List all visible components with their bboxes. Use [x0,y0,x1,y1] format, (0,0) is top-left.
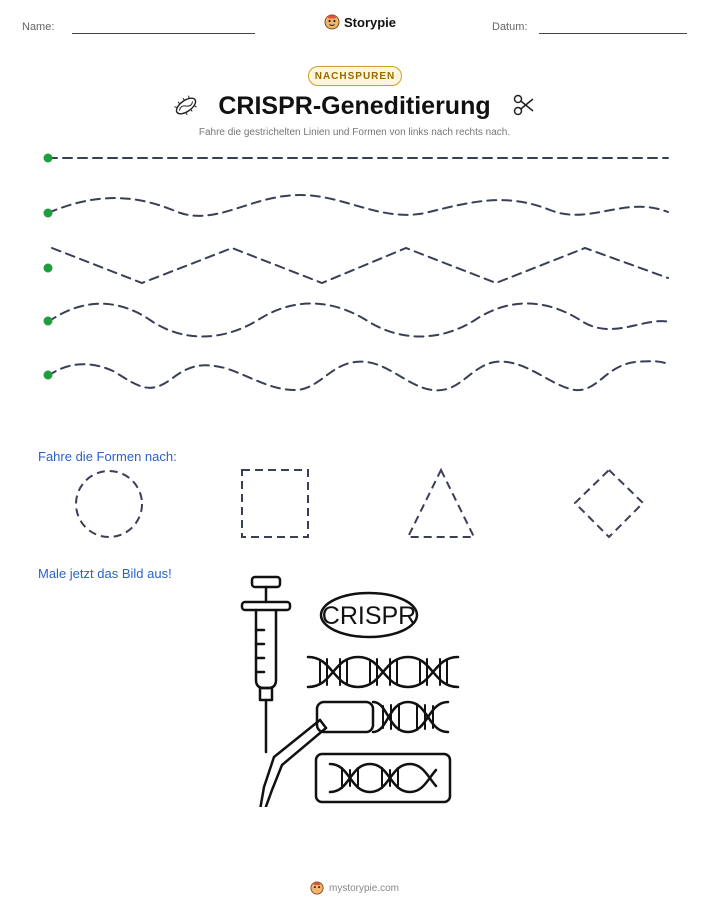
coloring-section-label: Male jetzt das Bild aus! [38,566,172,581]
bacterium-icon [174,95,198,116]
tracing-line-gentle-wave[interactable] [47,193,669,217]
storypie-logo-icon [324,14,340,30]
start-dot [43,370,53,380]
start-dot [43,208,53,218]
trace-circle[interactable] [75,470,143,538]
tracing-lines [43,153,671,392]
title-text: CRISPR-Geneditierung [218,92,491,120]
start-dot [43,153,53,163]
footer: mystorypie.com [0,881,709,895]
coloring-picture[interactable]: CRISPR [238,572,473,807]
footer-site[interactable]: mystorypie.com [328,882,399,894]
storypie-logo-icon [310,881,324,895]
trace-square[interactable] [241,469,309,538]
crispr-oval [319,591,419,639]
trace-diamond[interactable] [573,468,645,539]
name-line[interactable] [72,33,255,34]
tracing-line-wave[interactable] [47,302,671,338]
date-label: Datum: [492,21,528,33]
brand: Storypie [324,14,396,30]
syringe-drawing [240,575,292,754]
crispr-text: CRISPR [322,602,416,630]
dna-box-drawing [314,752,452,804]
tracing-line-zigzag[interactable] [51,246,669,285]
page-title: CRISPR-Geneditierung [0,92,709,121]
pipette-drawing [259,718,328,807]
scissors-icon [513,94,534,116]
shapes-section-label: Fahre die Formen nach: [38,449,177,464]
tracing-line-deep-wave[interactable] [47,360,671,392]
name-label: Name: [22,21,55,33]
brand-name: Storypie [344,14,397,30]
tracing-shapes [75,467,645,539]
date-line[interactable] [539,33,687,34]
instructions: Fahre die gestrichelten Linien und Forme… [198,127,511,138]
trace-triangle[interactable] [406,467,476,538]
start-dot [43,316,53,326]
start-dot [43,263,53,273]
dna-strand-drawing [306,655,460,689]
cell-tag-drawing [315,700,450,734]
activity-badge: NACHSPUREN [308,66,402,86]
